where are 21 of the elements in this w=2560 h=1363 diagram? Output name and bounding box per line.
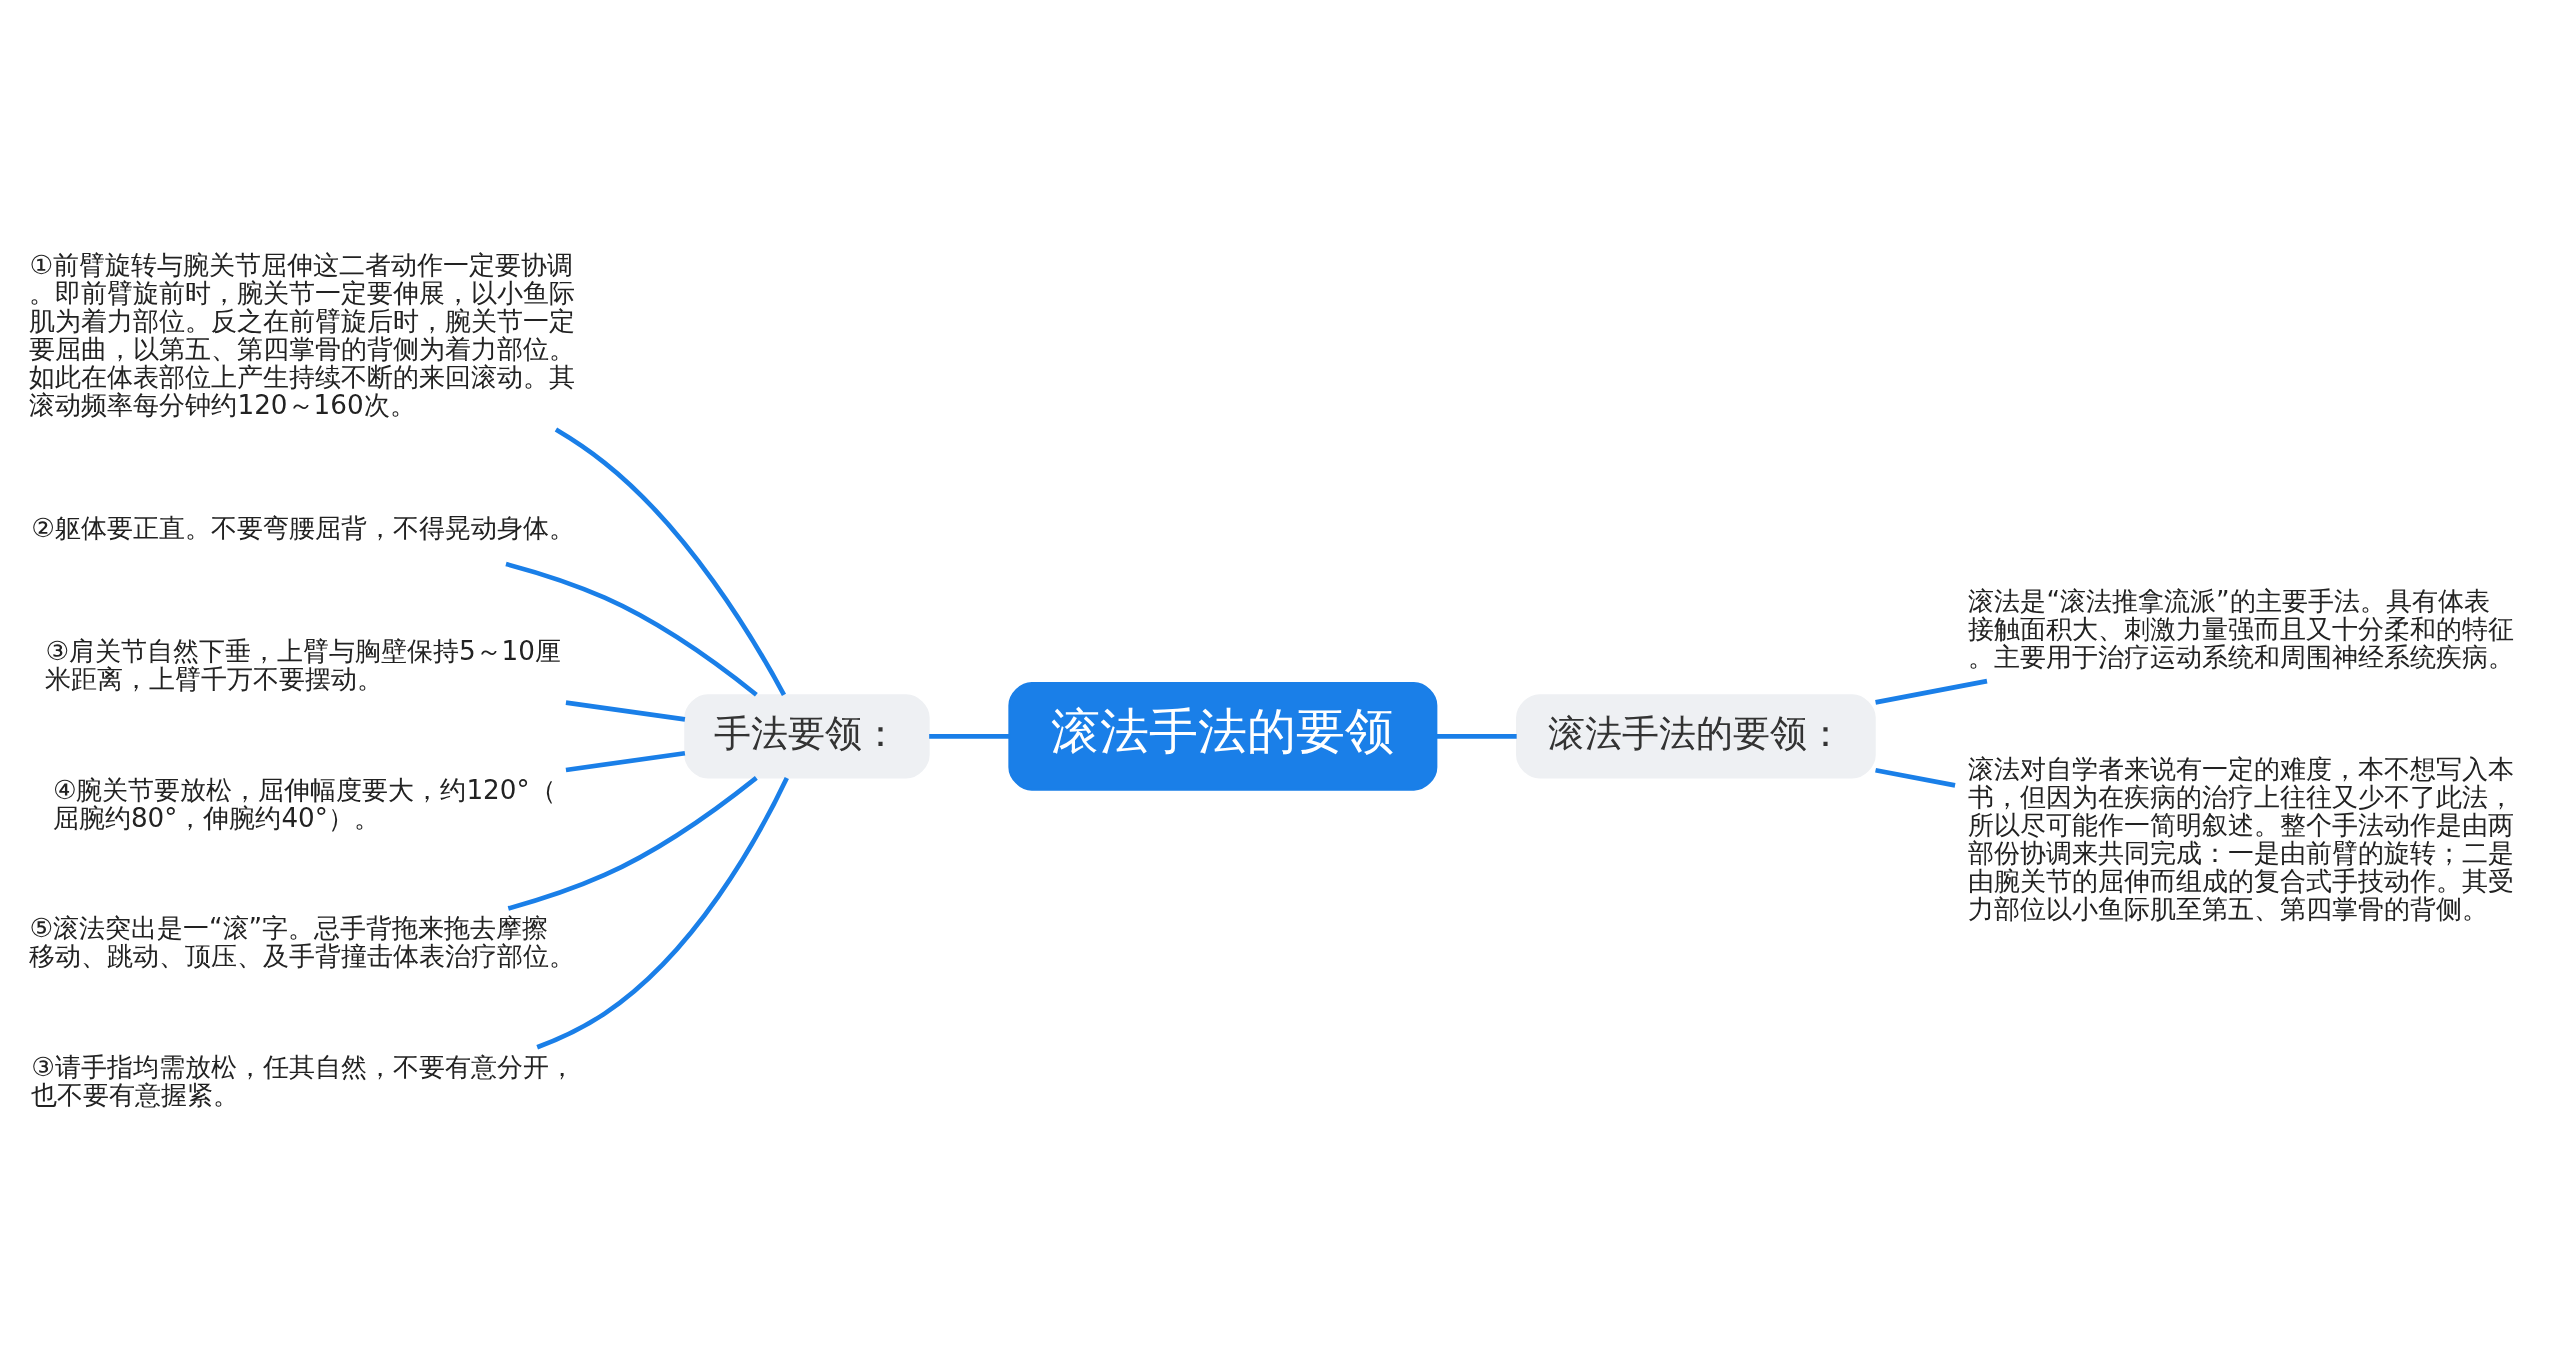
connector [536, 776, 789, 1049]
node-text: ④腕关节要放松，屈伸幅度要大，约120°（屈腕约80°，伸腕约40°）。 [52, 774, 556, 833]
node-text: 滚法对自学者来说有一定的难度，本不想写入本书，但因为在疾病的治疗上往往又少不了此法，所以尽可能作一简明叙述。整个手法动作是由两部份协调来共同完成：一是由前臂的旋转；二是由腕关节的屈伸而组成的复合式手技动作。其受力部位以小鱼际肌至第五、第四掌骨的背侧。 [1968, 753, 2515, 924]
connector [1875, 678, 1988, 705]
node-text: ③肩关节自然下垂，上臂与胸壁保持5～10厘米距离，上臂千万不要摆动。 [45, 635, 561, 694]
node-text: ②躯体要正直。不要弯腰屈背，不得晃动身体。 [31, 512, 575, 543]
connector [929, 733, 1009, 739]
node-text: ⑤滚法突出是一“滚”字。忌手背拖来拖去摩擦移动、跳动、顶压、及手背撞击体表治疗部位。 [29, 912, 576, 971]
connector [554, 427, 787, 696]
connector [1875, 767, 1956, 788]
connector [565, 699, 686, 722]
node-text: 滚法是“滚法推拿流派”的主要手法。具有体表接触面积大、刺激力量强而且又十分柔和的特征。主要用于治疗运动系统和周围神经系统疾病。 [1968, 585, 2515, 672]
node-text: ③请手指均需放松，任其自然，不要有意分开，也不要有意握紧。 [31, 1051, 575, 1110]
node-box: 手法要领： [684, 693, 930, 778]
node-box: 滚法手法的要领： [1516, 693, 1876, 778]
node-text: ①前臂旋转与腕关节屈伸这二者动作一定要协调。即前臂旋前时，腕关节一定要伸展，以小鱼际肌为着力部位。反之在前臂旋后时，腕关节一定要屈曲，以第五、第四掌骨的背侧为着力部位。如此在体表部位上产生持续不断的来回滚动。其滚动频率每分钟约120～160次。 [29, 249, 576, 420]
connector [505, 561, 758, 697]
connector [507, 775, 758, 911]
connector [1436, 733, 1517, 739]
connector [565, 750, 686, 772]
node-box: 滚法手法的要领 [1008, 681, 1438, 791]
